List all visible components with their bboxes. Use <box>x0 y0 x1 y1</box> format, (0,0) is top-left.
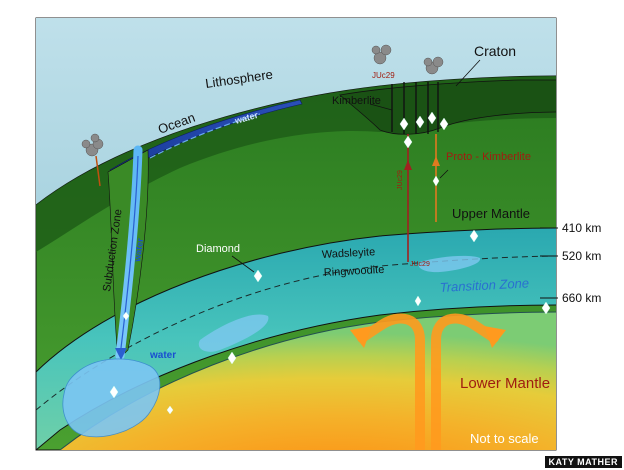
plume-arrow-right <box>431 313 499 450</box>
volcano-smoke-left <box>81 133 104 157</box>
slab-arrowhead <box>115 348 127 360</box>
label-upper-mantle: Upper Mantle <box>452 206 530 221</box>
deep-water-pool <box>62 358 161 438</box>
slab-water-arrow <box>120 155 139 349</box>
image-credit: KATY MATHER <box>544 456 622 468</box>
label-transition-zone: Transition Zone <box>439 275 529 295</box>
diamond-leader-line <box>231 255 255 273</box>
ocean-water-arrows <box>149 113 261 159</box>
label-ringwoodite: Ringwoodite <box>324 264 385 279</box>
proto-kimberlite-arrowhead <box>432 156 440 166</box>
depth-label-660: 660 km <box>562 291 601 305</box>
label-water-lower: water <box>149 350 176 361</box>
craton-leader-line <box>455 59 481 87</box>
transition-water-blob-right <box>418 255 481 273</box>
volcano-smoke-craton-1 <box>371 44 392 65</box>
label-juc29-mid: JUc29 <box>410 261 430 268</box>
volcano-smoke-craton-2 <box>423 56 444 75</box>
label-juc29-top: JUc29 <box>372 71 395 80</box>
label-diamond: Diamond <box>196 243 240 255</box>
label-not-to-scale: Not to scale <box>470 431 539 446</box>
depth-label-410: 410 km <box>562 221 601 235</box>
label-proto-kimberlite: Proto - Kimberlite <box>446 151 531 163</box>
label-kimberlite: Kimberlite <box>332 95 381 107</box>
kimberlite-pipes <box>391 82 439 134</box>
label-lower-mantle: Lower Mantle <box>460 375 550 392</box>
label-wadsleyite: Wadsleyite <box>322 246 376 261</box>
volcano-vent-left <box>95 155 101 187</box>
label-craton: Craton <box>474 43 516 59</box>
boundary-520km <box>36 255 556 411</box>
juc29-ascent-arrowhead <box>404 160 412 170</box>
diamond-markers <box>109 111 551 415</box>
depth-label-520: 520 km <box>562 249 601 263</box>
kimberlite-leader-line <box>369 103 393 111</box>
transition-water-blob-left <box>198 314 269 352</box>
ocean-layer <box>109 99 303 177</box>
label-juc29-side: JUc29 <box>397 170 404 190</box>
transition-zone-layer <box>36 227 556 450</box>
proto-kimberlite-leader-line <box>439 169 449 179</box>
label-water-slab: water <box>132 237 145 263</box>
plume-arrowhead-right <box>484 326 506 348</box>
plume-arrow-left <box>357 313 425 450</box>
plume-arrowhead-left <box>350 326 372 348</box>
